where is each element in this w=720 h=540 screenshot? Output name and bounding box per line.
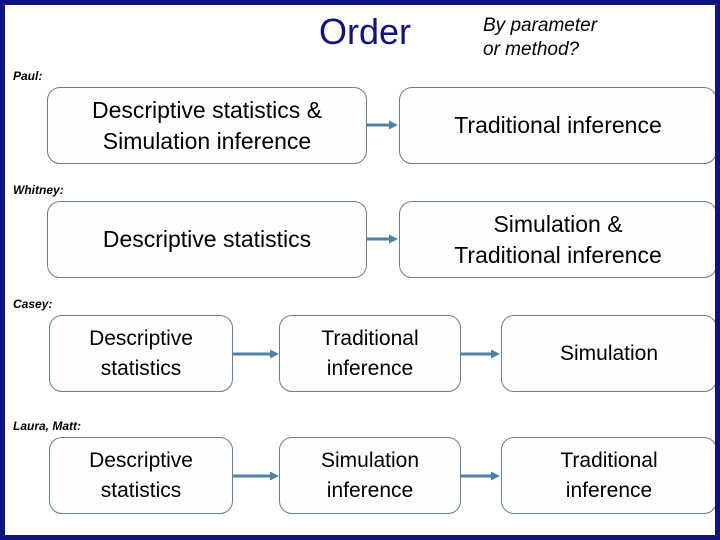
flow-box-lauramatt-2[interactable]: Simulation inference <box>279 437 461 514</box>
flow-box-lauramatt-3-text: Traditional inference <box>508 446 710 506</box>
subtitle-line-2: or method? <box>483 39 580 60</box>
flow-box-paul-2-line1: Traditional inference <box>454 112 662 138</box>
flow-box-casey-3-text: Simulation <box>508 339 710 369</box>
flow-box-whitney-2-line2: Traditional inference <box>454 241 662 268</box>
person-label-laura-matt: Laura, Matt: <box>13 419 82 433</box>
flow-box-casey-1-line2: statistics <box>100 356 182 380</box>
flow-box-casey-1-text: Descriptive statistics <box>56 324 226 384</box>
flow-box-casey-2-line2: inference <box>326 356 414 380</box>
flow-box-lauramatt-1-text: Descriptive statistics <box>56 446 226 506</box>
flow-box-casey-2-line1: Traditional <box>321 326 419 350</box>
arrow-icon-lauramatt-1 <box>233 470 280 482</box>
flow-box-casey-3[interactable]: Simulation <box>501 315 715 392</box>
flow-box-lauramatt-3-line2: inference <box>565 478 653 502</box>
flow-box-casey-2[interactable]: Traditional inference <box>279 315 461 392</box>
arrow-icon-whitney-1 <box>367 233 399 245</box>
flow-box-lauramatt-2-line2: inference <box>326 478 414 502</box>
person-label-paul: Paul: <box>13 69 43 83</box>
flow-box-lauramatt-1[interactable]: Descriptive statistics <box>49 437 233 514</box>
flow-box-paul-1[interactable]: Descriptive statistics & Simulation infe… <box>47 87 367 164</box>
flow-box-casey-3-line1: Simulation <box>559 341 659 365</box>
flow-box-lauramatt-2-line1: Simulation <box>320 448 420 472</box>
arrow-icon-lauramatt-2 <box>461 470 501 482</box>
flow-box-whitney-2-text: Simulation & Traditional inference <box>406 209 710 271</box>
person-label-whitney: Whitney: <box>13 183 64 197</box>
flow-box-lauramatt-3[interactable]: Traditional inference <box>501 437 715 514</box>
flow-box-whitney-1[interactable]: Descriptive statistics <box>47 201 367 278</box>
flow-box-whitney-2-line1: Simulation & <box>493 210 623 237</box>
person-label-casey: Casey: <box>13 297 53 311</box>
flow-box-paul-2[interactable]: Traditional inference <box>399 87 715 164</box>
flow-box-casey-1[interactable]: Descriptive statistics <box>49 315 233 392</box>
subtitle-line-1: By parameter <box>483 15 598 36</box>
subtitle-question: By parameter or method? <box>483 14 693 62</box>
flow-box-whitney-1-text: Descriptive statistics <box>54 224 360 255</box>
flow-box-casey-2-text: Traditional inference <box>286 324 454 384</box>
flow-box-paul-2-text: Traditional inference <box>406 110 710 141</box>
flow-box-lauramatt-2-text: Simulation inference <box>286 446 454 506</box>
flow-box-lauramatt-3-line1: Traditional <box>560 448 658 472</box>
slide-content: Order By parameter or method? Paul: Desc… <box>5 5 715 535</box>
flow-box-lauramatt-1-line2: statistics <box>100 478 182 502</box>
arrow-icon-paul-1 <box>367 119 399 131</box>
arrow-icon-casey-1 <box>233 348 280 360</box>
flow-box-paul-1-line1: Descriptive statistics & <box>91 96 323 123</box>
flow-box-paul-1-line2: Simulation inference <box>102 127 312 154</box>
flow-box-lauramatt-1-line1: Descriptive <box>89 448 193 472</box>
arrow-icon-casey-2 <box>461 348 501 360</box>
flow-box-paul-1-text: Descriptive statistics & Simulation infe… <box>54 95 360 157</box>
flow-box-whitney-2[interactable]: Simulation & Traditional inference <box>399 201 715 278</box>
page-title: Order <box>318 11 412 52</box>
flow-box-whitney-1-line1: Descriptive statistics <box>102 226 312 252</box>
flow-box-casey-1-line1: Descriptive <box>89 326 193 350</box>
